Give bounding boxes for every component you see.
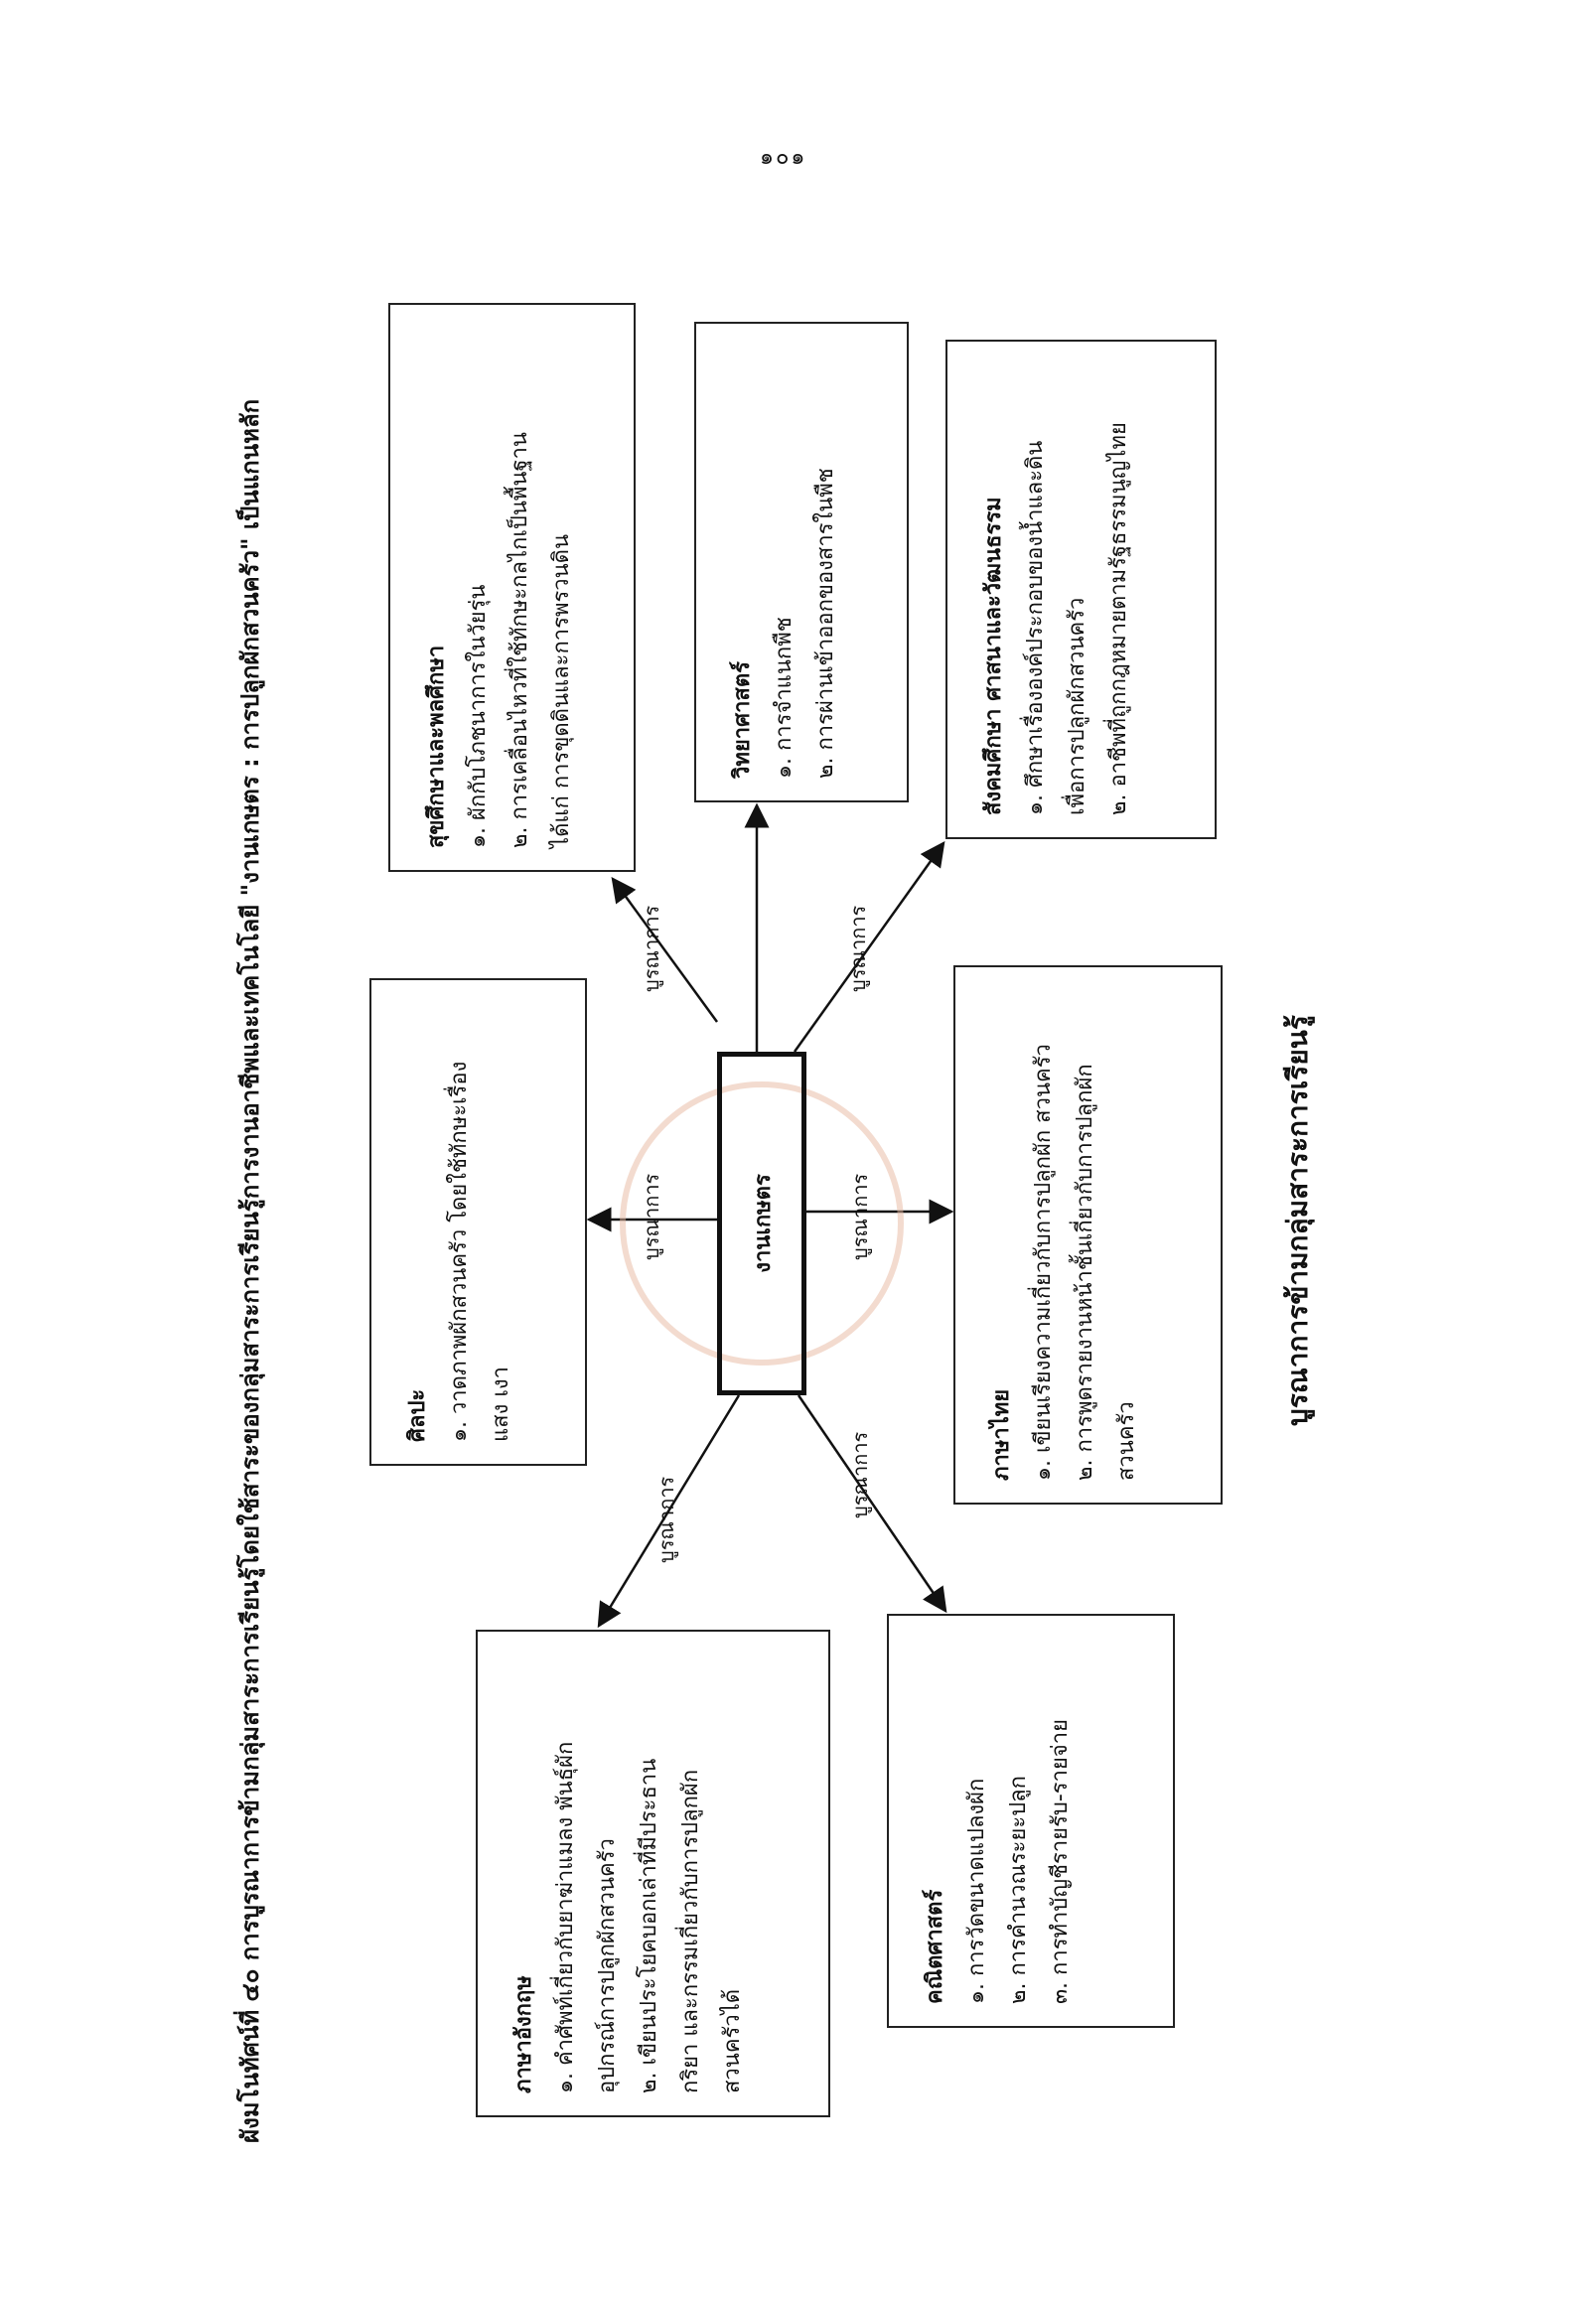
box-line: ๓. การทำบัญชีรายรับ-รายจ่าย bbox=[1048, 1719, 1073, 2004]
link-label: บูรณาการ bbox=[640, 1173, 663, 1260]
box-social: สังคมศึกษา ศาสนาและวัฒนธรรม ๑. ศึกษาเรื่… bbox=[945, 340, 1217, 839]
box-thai: ภาษาไทย ๑. เขียนเรียงความเกี่ยวกับการปลู… bbox=[953, 965, 1223, 1505]
box-title: สังคมศึกษา ศาสนาและวัฒนธรรม bbox=[981, 497, 1006, 815]
box-title: ศิลปะ bbox=[405, 1388, 430, 1442]
page-number: ๑๐๑ bbox=[760, 145, 807, 170]
box-line: ๒. อาชีพที่ถูกกฎหมายตามรัฐธรรมนูญไทย bbox=[1106, 422, 1131, 815]
box-title: คณิตศาสตร์ bbox=[923, 1889, 947, 2004]
box-math: คณิตศาสตร์ ๑. การวัดขนาดแปลงผัก ๒. การคำ… bbox=[887, 1614, 1175, 2028]
box-line: ๑. ศึกษาเรื่ององค์ประกอบของน้ำและดิน bbox=[1023, 440, 1048, 815]
link-label: บูรณาการ bbox=[640, 905, 663, 992]
box-line: ๑. การวัดขนาดแปลงผัก bbox=[964, 1778, 989, 2004]
arrow-to-social bbox=[793, 840, 945, 1053]
box-line: เพื่อการปลูกผักสวนครัว bbox=[1065, 597, 1089, 815]
box-title: ภาษาไทย bbox=[989, 1388, 1014, 1481]
link-label: บูรณาการ bbox=[848, 1173, 872, 1260]
box-line: ๒. การคำนวณระยะปลูก bbox=[1006, 1776, 1031, 2004]
box-line: ๑. เขียนเรียงความเกี่ยวกับการปลูกผัก สวน… bbox=[1031, 1044, 1056, 1481]
box-line: ๒. การผ่านเข้าออกของสารในพืช bbox=[813, 468, 838, 779]
box-title: วิทยาศาสตร์ bbox=[730, 661, 755, 779]
arrow-to-health bbox=[611, 876, 719, 1023]
box-line: สวนครัวได้ bbox=[720, 1988, 745, 2093]
box-line: ๑. คำศัพท์เกี่ยวกับยาฆ่าแมลง พันธุ์ผัก bbox=[553, 1741, 578, 2093]
box-line: ๑. วาดภาพผักสวนครัว โดยใช้ทักษะเรื่อง bbox=[447, 1061, 472, 1442]
arrow-to-math bbox=[797, 1394, 947, 1614]
box-art: ศิลปะ ๑. วาดภาพผักสวนครัว โดยใช้ทักษะเรื… bbox=[369, 978, 587, 1466]
box-line: ๒. เขียนประโยคบอกเล่าที่มีประธาน bbox=[637, 1758, 661, 2093]
box-line: ๑. ผักกับโภชนาการในวัยรุ่น bbox=[466, 584, 491, 848]
box-line: ๒. การเคลื่อนไหวที่ใช้ทักษะกลไกเป็นพื้นฐ… bbox=[508, 432, 532, 848]
box-title: สุขศึกษาและพลศึกษา bbox=[424, 645, 449, 848]
box-english: ภาษาอังกฤษ ๑. คำศัพท์เกี่ยวกับยาฆ่าแมลง … bbox=[476, 1630, 830, 2117]
box-title: ภาษาอังกฤษ bbox=[511, 1975, 536, 2093]
box-science: วิทยาศาสตร์ ๑. การจำแนกพืช ๒. การผ่านเข้… bbox=[694, 322, 909, 802]
link-label: บูรณาการ bbox=[848, 1431, 872, 1518]
box-line: สวนครัว bbox=[1114, 1401, 1139, 1481]
box-line: ๒. การพูดรายงานหน้าชั้นเกี่ยวกับการปลูกผ… bbox=[1073, 1064, 1097, 1481]
arrow-to-english bbox=[597, 1394, 741, 1629]
box-line: ได้แก่ การขุดดินและการพรวนดิน bbox=[549, 534, 574, 848]
diagram-caption: บูรณาการข้ามกลุ่มสาระการเรียนรู้ bbox=[1281, 1015, 1314, 1426]
watermark-emblem bbox=[620, 1081, 904, 1366]
box-line: กริยา และกรรมเกี่ยวกับการปลูกผัก bbox=[678, 1769, 703, 2093]
link-label: บูรณาการ bbox=[654, 1476, 678, 1563]
link-label: บูรณาการ bbox=[846, 905, 870, 992]
box-health: สุขศึกษาและพลศึกษา ๑. ผักกับโภชนาการในวั… bbox=[388, 303, 636, 872]
box-line: แสง เงา bbox=[489, 1367, 513, 1442]
box-line: ๑. การจำแนกพืช bbox=[772, 617, 797, 779]
center-topic-box: งานเกษตร bbox=[717, 1052, 806, 1395]
box-line: อุปกรณ์การปลูกผักสวนครัว bbox=[595, 1838, 620, 2093]
